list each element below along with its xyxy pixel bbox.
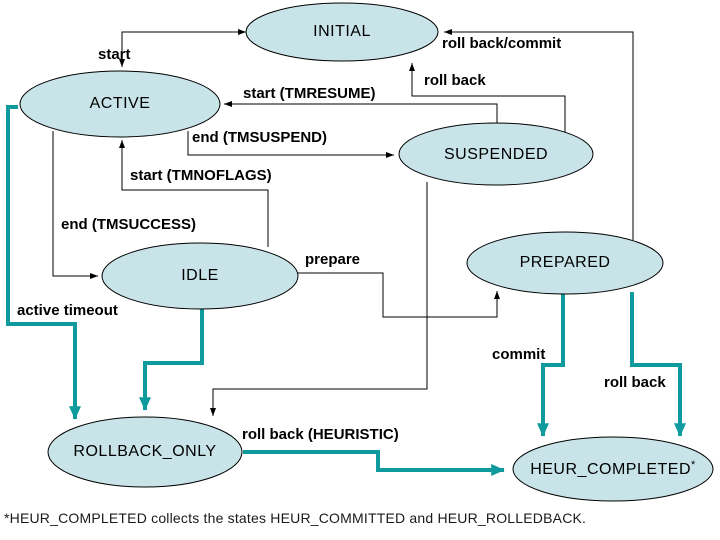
edge-label-end-tmsuccess: end (TMSUCCESS) [61,216,196,233]
edge-label-active-timeout: active timeout [17,302,118,319]
edge-label-prepare: prepare [305,251,361,268]
edge-end-tmsuccess [52,131,98,279]
state-node-prepared [466,231,664,295]
edge-rollback-suspended-initial [409,63,566,133]
state-node-suspended [398,122,594,186]
edge-commit-prepared-heur [537,294,565,437]
edge-label-end-tmsuspend: end (TMSUSPEND) [192,129,327,146]
edge-idle-rollbackonly [139,309,204,411]
state-label-heur-completed-asterisk: * [691,458,696,471]
state-label-idle: IDLE [181,267,219,284]
edge-start-initial-active [119,29,246,67]
footnote: *HEUR_COMPLETED collects the states HEUR… [4,510,587,526]
state-label-initial: INITIAL [313,23,371,40]
edge-rollback-prepared-heur [630,292,686,437]
state-node-idle [101,242,299,310]
state-label-rollback-only: ROLLBACK_ONLY [73,443,217,460]
edge-end-tmsuspend [187,131,394,158]
edge-prepare [298,272,500,318]
state-label-prepared: PREPARED [519,254,611,271]
edge-label-start-tmresume: start (TMRESUME) [243,85,376,102]
state-label-heur-completed: HEUR_COMPLETED* [530,459,696,479]
edge-label-commit: commit [492,346,546,363]
edge-rollback-heuristic [243,450,505,476]
state-node-rollback-only [47,416,243,488]
edge-start-tmnoflags [119,140,269,247]
state-label-heur-completed-text: HEUR_COMPLETED [530,461,692,479]
edge-label-start: start [98,46,131,63]
edge-label-rollback-commit: roll back/commit [442,35,562,52]
edge-rollback-commit-prepared-initial [444,29,634,240]
state-node-active [19,70,221,138]
edge-label-rollback-heuristic: roll back (HEURISTIC) [242,426,399,443]
edge-label-rollback-top: roll back [424,72,486,89]
state-node-heur-completed [512,436,714,502]
state-label-active: ACTIVE [89,95,151,112]
state-node-initial [245,2,439,62]
state-label-suspended: SUSPENDED [443,146,549,163]
edge-label-rollback-right: roll back [604,374,666,391]
edge-start-tmresume [224,101,498,123]
edge-suspended-rollbackonly [210,182,428,416]
edge-label-start-tmnoflags: start (TMNOFLAGS) [130,167,272,184]
edge-active-timeout [6,105,81,420]
